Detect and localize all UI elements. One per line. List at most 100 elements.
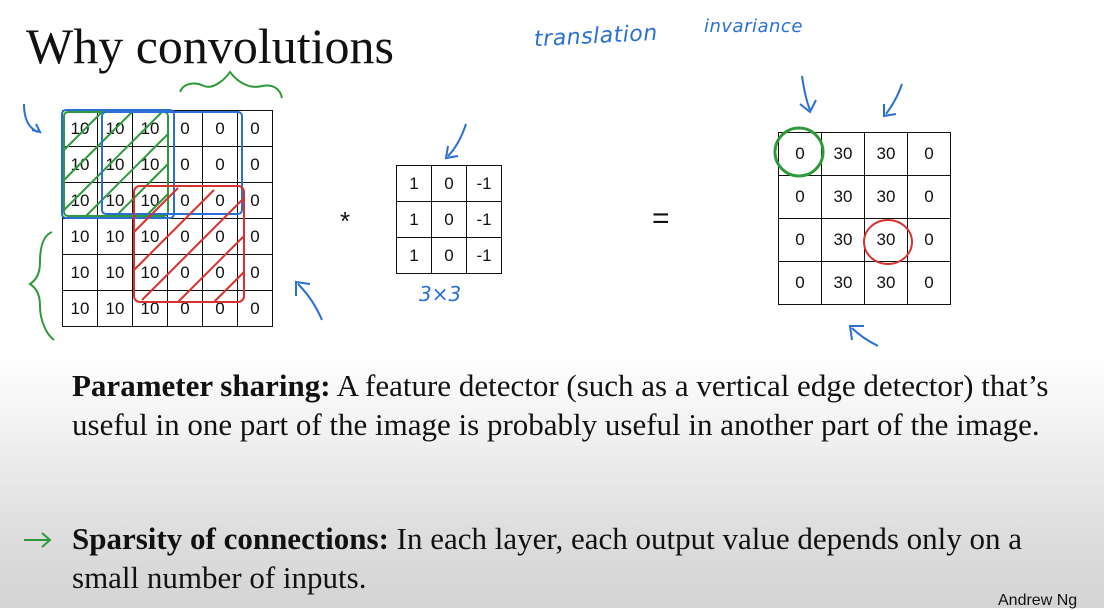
blue-arrow-output-2-head bbox=[883, 104, 897, 118]
input-matrix-cell: 10 bbox=[97, 146, 133, 183]
input-matrix-cell: 10 bbox=[132, 290, 168, 327]
input-matrix-cell: 0 bbox=[167, 254, 203, 291]
input-matrix-cell: 10 bbox=[62, 218, 98, 255]
kernel-matrix-cell: 1 bbox=[396, 165, 432, 202]
convolution-operator: * bbox=[340, 206, 351, 236]
blue-arrow-input-bottom bbox=[297, 283, 323, 321]
input-matrix-cell: 0 bbox=[167, 218, 203, 255]
input-matrix-cell: 10 bbox=[62, 146, 98, 183]
output-matrix-cell: 0 bbox=[907, 132, 951, 176]
input-matrix-cell: 10 bbox=[132, 218, 168, 255]
output-matrix-cell: 30 bbox=[821, 261, 865, 305]
annotation-translation: translation bbox=[533, 20, 659, 53]
input-matrix-cell: 0 bbox=[167, 110, 203, 147]
bullet-arrow-icon bbox=[24, 532, 52, 548]
sparsity-body: In each layer, each output value depends… bbox=[72, 521, 1023, 595]
blue-arrow-output-bottom-head bbox=[848, 325, 864, 341]
output-matrix-cell: 0 bbox=[778, 132, 822, 176]
output-matrix-cell: 0 bbox=[907, 261, 951, 305]
blue-arrow-kernel bbox=[447, 123, 467, 157]
kernel-matrix-cell: 0 bbox=[431, 237, 467, 274]
kernel-matrix-cell: 0 bbox=[431, 201, 467, 238]
input-matrix-cell: 0 bbox=[202, 110, 238, 147]
output-matrix-cell: 30 bbox=[821, 132, 865, 176]
equals-operator: = bbox=[652, 202, 670, 235]
input-matrix-cell: 0 bbox=[202, 182, 238, 219]
input-matrix-cell: 10 bbox=[62, 290, 98, 327]
annotation-invariance: invariance bbox=[704, 16, 803, 37]
parameter-sharing-body: A feature detector (such as a vertical e… bbox=[72, 368, 1049, 442]
input-matrix-cell: 10 bbox=[132, 182, 168, 219]
sparsity-heading: Sparsity of connections: bbox=[72, 521, 389, 556]
output-matrix-cell: 30 bbox=[864, 132, 908, 176]
output-matrix-cell: 0 bbox=[778, 261, 822, 305]
input-matrix-cell: 10 bbox=[97, 218, 133, 255]
blue-arrow-input-bottom-head bbox=[295, 280, 311, 296]
input-matrix-cell: 10 bbox=[132, 146, 168, 183]
sparsity-paragraph: Sparsity of connections: In each layer, … bbox=[72, 519, 1052, 597]
kernel-matrix-cell: -1 bbox=[466, 237, 502, 274]
output-matrix-cell: 30 bbox=[821, 218, 865, 262]
parameter-sharing-heading: Parameter sharing: bbox=[72, 368, 331, 403]
annotation-kernel-size: 3×3 bbox=[419, 282, 462, 306]
input-matrix-cell: 0 bbox=[167, 146, 203, 183]
input-matrix-cell: 0 bbox=[202, 146, 238, 183]
kernel-matrix-cell: -1 bbox=[466, 165, 502, 202]
slide-title: Why convolutions bbox=[26, 18, 395, 74]
input-matrix-cell: 0 bbox=[167, 290, 203, 327]
input-matrix-cell: 10 bbox=[97, 254, 133, 291]
input-matrix-cell: 10 bbox=[97, 290, 133, 327]
kernel-matrix-cell: 0 bbox=[431, 165, 467, 202]
bullet-arrow-head bbox=[41, 532, 52, 548]
output-matrix-cell: 0 bbox=[907, 175, 951, 219]
output-matrix-cell: 30 bbox=[864, 175, 908, 219]
blue-arrow-output-bottom bbox=[851, 327, 879, 347]
input-matrix-cell: 0 bbox=[167, 182, 203, 219]
output-matrix-cell: 0 bbox=[778, 218, 822, 262]
output-matrix-cell: 30 bbox=[864, 261, 908, 305]
output-matrix-cell: 30 bbox=[864, 218, 908, 262]
input-matrix-cell: 0 bbox=[202, 290, 238, 327]
blue-arrow-left-head bbox=[31, 123, 42, 134]
blue-arrow-output-1 bbox=[801, 75, 811, 111]
input-matrix-cell: 10 bbox=[132, 254, 168, 291]
input-matrix-cell: 0 bbox=[202, 254, 238, 291]
input-matrix-cell: 0 bbox=[237, 146, 273, 183]
input-matrix-cell: 0 bbox=[237, 290, 273, 327]
input-matrix-cell: 10 bbox=[62, 110, 98, 147]
kernel-matrix-cell: 1 bbox=[396, 237, 432, 274]
input-matrix-cell: 10 bbox=[97, 182, 133, 219]
parameter-sharing-paragraph: Parameter sharing: A feature detector (s… bbox=[72, 366, 1052, 444]
kernel-matrix-cell: -1 bbox=[466, 201, 502, 238]
blue-arrow-output-1-head bbox=[799, 99, 817, 114]
output-matrix-cell: 30 bbox=[821, 175, 865, 219]
input-matrix-cell: 0 bbox=[237, 182, 273, 219]
blue-arrow-left bbox=[23, 103, 39, 133]
input-matrix-cell: 0 bbox=[237, 254, 273, 291]
output-matrix-cell: 0 bbox=[907, 218, 951, 262]
blue-arrow-kernel-head bbox=[444, 145, 459, 160]
input-matrix-cell: 0 bbox=[202, 218, 238, 255]
input-matrix-cell: 10 bbox=[62, 182, 98, 219]
blue-arrow-output-2 bbox=[885, 83, 903, 115]
output-matrix-cell: 0 bbox=[778, 175, 822, 219]
input-matrix-cell: 0 bbox=[237, 110, 273, 147]
input-matrix-cell: 10 bbox=[132, 110, 168, 147]
kernel-matrix-cell: 1 bbox=[396, 201, 432, 238]
